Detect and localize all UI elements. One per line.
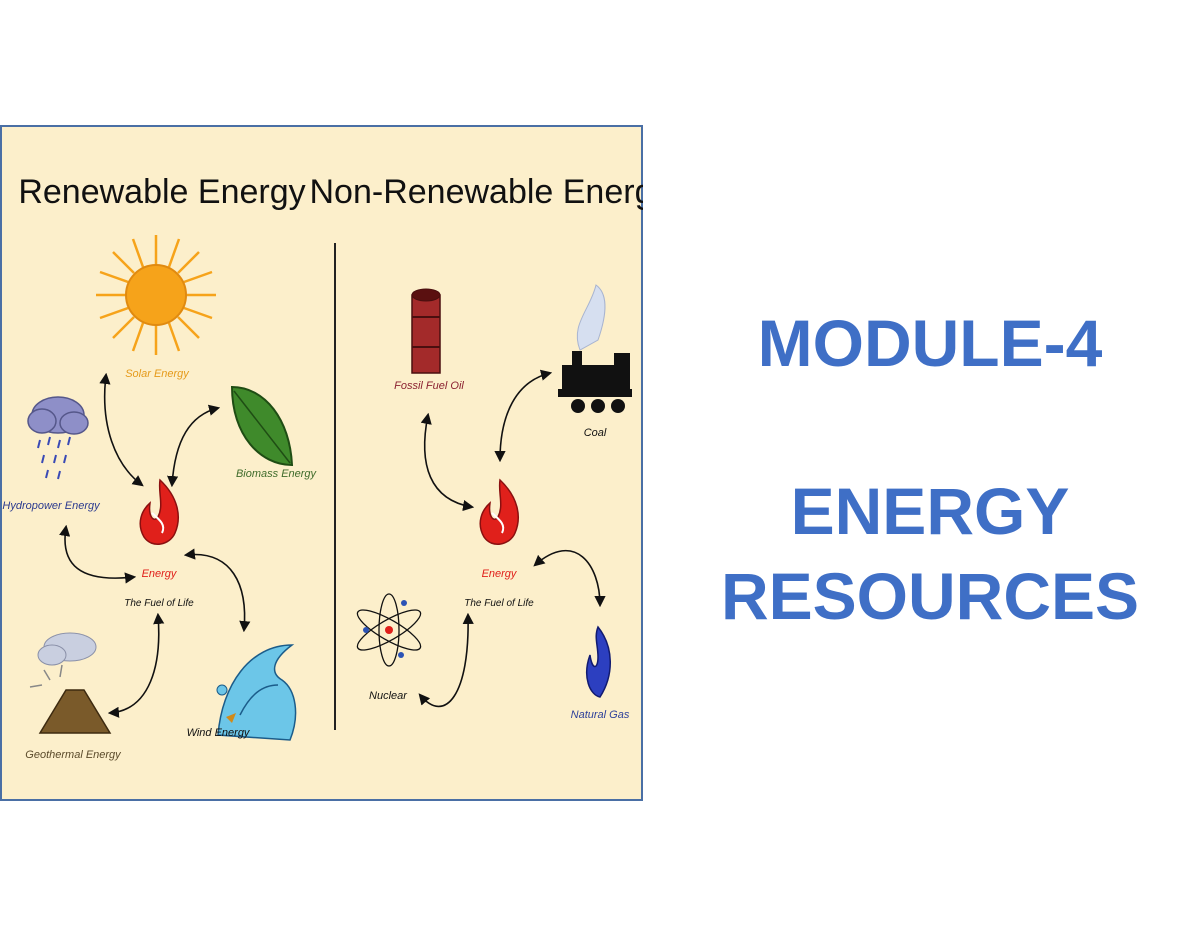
arrow-nuclear-energy [418,612,474,708]
arrow-solar-energy [99,372,144,487]
rain-cloud-icon [27,396,89,480]
nuclear-label: Nuclear [369,690,408,702]
renewable-heading: Renewable Energy [18,173,305,211]
oil-barrel-icon [411,288,441,374]
wind-label: Wind Energy [187,727,251,739]
geothermal-label: Geothermal Energy [25,749,122,761]
diagram-panel [0,125,643,801]
volcano-icon [29,632,112,734]
arrow-geothermal-energy [107,612,165,718]
renewable-center-label: Energy [142,568,178,580]
subject-title-line1: ENERGY [790,474,1070,548]
atom-icon [356,593,422,667]
non-renewable-heading: Non-Renewable Energy [310,173,643,211]
sun-icon [96,235,216,355]
arrow-wind-energy [183,548,251,633]
wave-icon [216,644,297,741]
non-renewable-arrows [418,369,606,708]
module-title: MODULE-4 [757,306,1103,380]
train-icon [558,284,632,413]
natural-gas-label: Natural Gas [571,709,630,721]
flame-icon [479,478,519,545]
coal-label: Coal [584,427,607,439]
arrow-hydro-energy [59,524,137,584]
renewable-arrows [59,372,251,718]
arrow-coal-energy [494,369,553,463]
solar-label: Solar Energy [125,368,190,380]
hydropower-label: Hydropower Energy [2,500,101,512]
oil-label: Fossil Fuel Oil [394,380,464,392]
biomass-label: Biomass Energy [236,468,318,480]
leaf-icon [230,385,294,467]
energy-diagram: Renewable Energy Non-Renewable Energy So… [0,125,643,801]
arrow-gas-energy [533,550,606,608]
non-renewable-center-sublabel: The Fuel of Life [464,598,534,609]
renewable-center-sublabel: The Fuel of Life [124,598,194,609]
arrow-biomass-energy [167,404,221,488]
non-renewable-center-label: Energy [482,568,518,580]
gas-flame-icon [586,625,611,698]
arrow-oil-energy [420,412,475,512]
flame-icon [139,478,179,545]
subject-title-line2: RESOURCES [720,559,1140,633]
